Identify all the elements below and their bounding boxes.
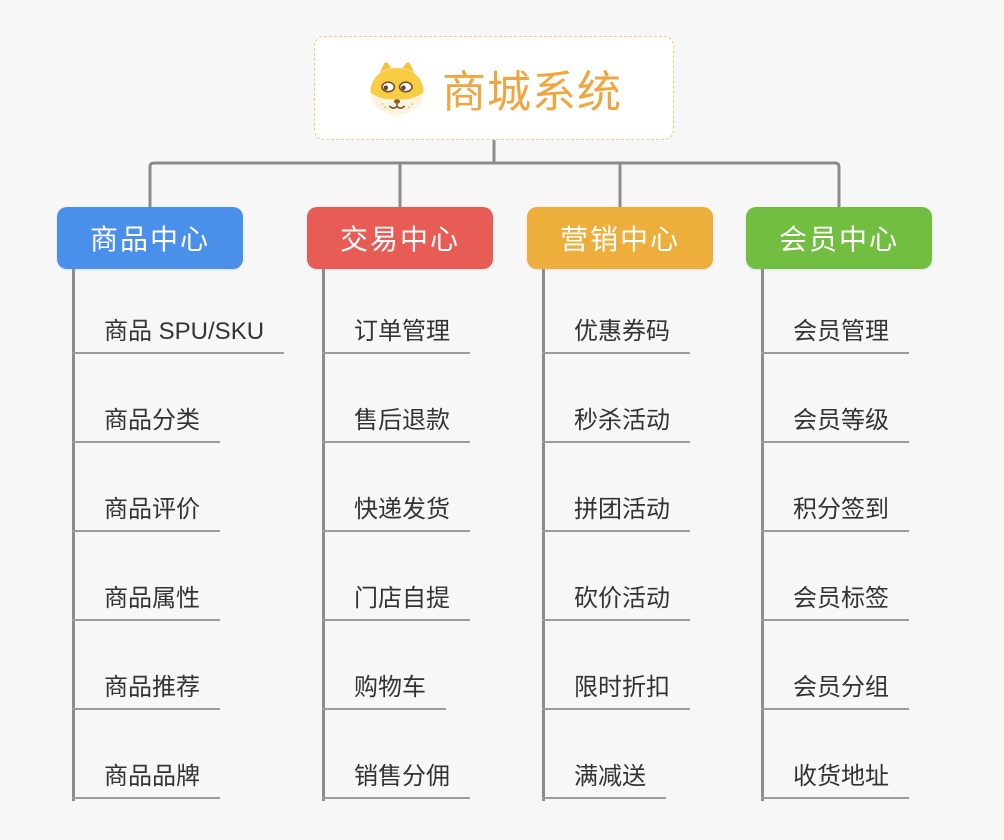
- leaf-item[interactable]: 会员管理: [761, 316, 909, 354]
- leaf-item[interactable]: 拼团活动: [542, 494, 690, 532]
- leaf-item[interactable]: 商品分类: [72, 405, 220, 443]
- leaf-item[interactable]: 门店自提: [322, 583, 470, 621]
- leaf-item[interactable]: 商品推荐: [72, 672, 220, 710]
- leaf-item[interactable]: 收货地址: [761, 761, 909, 799]
- leaf-item[interactable]: 会员标签: [761, 583, 909, 621]
- leaf-item[interactable]: 快递发货: [322, 494, 470, 532]
- branch-vertical-line: [542, 269, 545, 801]
- branch-vertical-line: [322, 269, 325, 801]
- leaf-item[interactable]: 商品品牌: [72, 761, 220, 799]
- leaf-item[interactable]: 优惠券码: [542, 316, 690, 354]
- leaf-item[interactable]: 限时折扣: [542, 672, 690, 710]
- leaf-item[interactable]: 满减送: [542, 761, 666, 799]
- leaf-item[interactable]: 积分签到: [761, 494, 909, 532]
- branch-header-product-center[interactable]: 商品中心: [57, 207, 243, 269]
- branch-vertical-line: [72, 269, 75, 801]
- branch-header-marketing-center[interactable]: 营销中心: [527, 207, 713, 269]
- leaf-item[interactable]: 订单管理: [322, 316, 470, 354]
- leaf-item[interactable]: 销售分佣: [322, 761, 470, 799]
- branch-label: 营销中心: [559, 224, 680, 255]
- leaf-item[interactable]: 购物车: [322, 672, 446, 710]
- leaf-item[interactable]: 会员等级: [761, 405, 909, 443]
- branch-label: 商品中心: [89, 224, 210, 255]
- branch-header-trade-center[interactable]: 交易中心: [307, 207, 493, 269]
- shiba-dog-icon: [370, 62, 424, 115]
- connector-paths: [148, 140, 841, 209]
- root-node[interactable]: 商城系统: [314, 36, 674, 140]
- leaf-item[interactable]: 售后退款: [322, 405, 470, 443]
- branch-header-member-center[interactable]: 会员中心: [746, 207, 932, 269]
- branch-label: 会员中心: [778, 224, 899, 255]
- leaf-item[interactable]: 商品属性: [72, 583, 220, 621]
- branch-vertical-line: [761, 269, 764, 801]
- leaf-item[interactable]: 商品评价: [72, 494, 220, 532]
- leaf-item[interactable]: 会员分组: [761, 672, 909, 710]
- leaf-item[interactable]: 砍价活动: [542, 583, 690, 621]
- leaf-item[interactable]: 秒杀活动: [542, 405, 690, 443]
- root-title: 商城系统: [442, 68, 622, 117]
- branch-label: 交易中心: [339, 224, 460, 255]
- leaf-item[interactable]: 商品 SPU/SKU: [72, 316, 285, 354]
